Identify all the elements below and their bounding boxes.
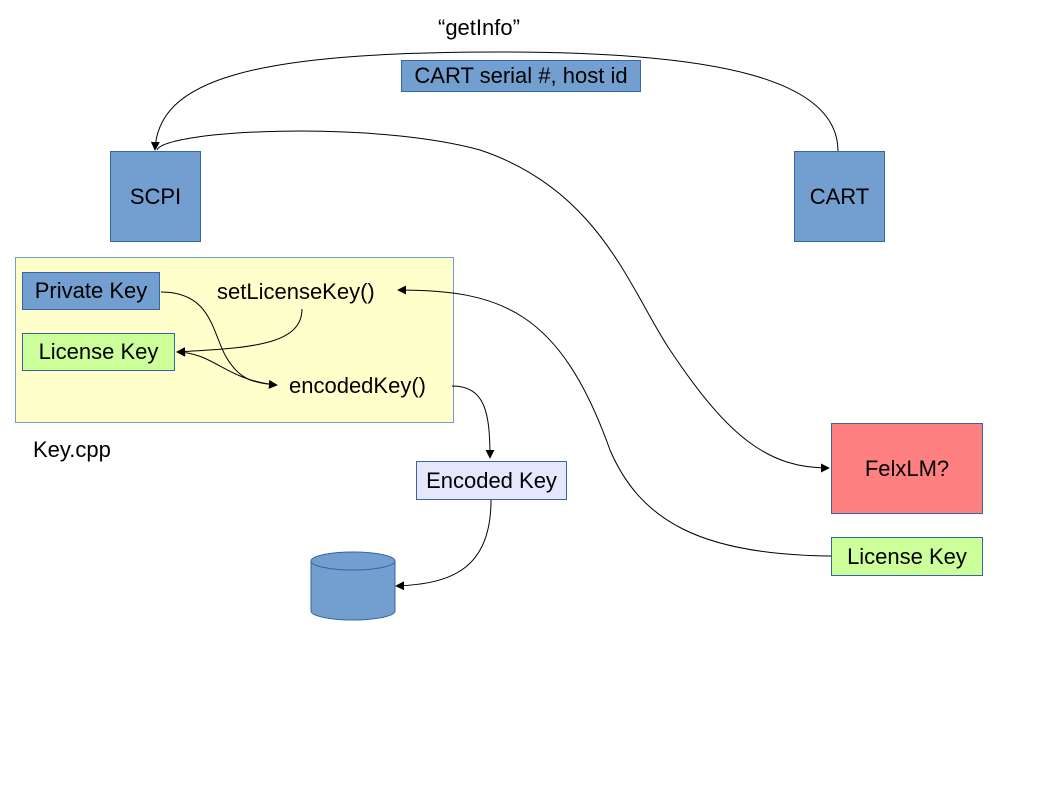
setlicensekey-to-licensekey-connector [176, 308, 303, 357]
cart-serial-label: CART serial #, host id [401, 60, 641, 92]
cart-node: CART [794, 151, 885, 242]
private-key-node: Private Key [22, 272, 160, 310]
license-key-to-setlicensekey-connector [397, 285, 832, 557]
set-license-key-function: setLicenseKey() [217, 279, 375, 304]
key-cpp-label: Key.cpp [33, 437, 111, 462]
license-key-right-node: License Key [831, 537, 983, 576]
felxlm-node: FelxLM? [831, 423, 983, 514]
scpi-to-felxlm-connector [156, 130, 830, 473]
encoded-key-function: encodedKey() [289, 373, 426, 398]
license-key-node: License Key [22, 333, 175, 371]
privatekey-to-encodedkey-connector [160, 291, 278, 389]
encoded-to-db-connector [395, 499, 492, 591]
licensekey-to-encodedkey-connector [176, 347, 278, 386]
getinfo-connector [150, 51, 839, 152]
encodedkey-to-encoded-connector [451, 385, 495, 459]
getinfo-label: “getInfo” [438, 15, 520, 40]
encoded-key-node: Encoded Key [416, 461, 567, 500]
database-icon [310, 551, 396, 621]
scpi-node: SCPI [110, 151, 201, 242]
